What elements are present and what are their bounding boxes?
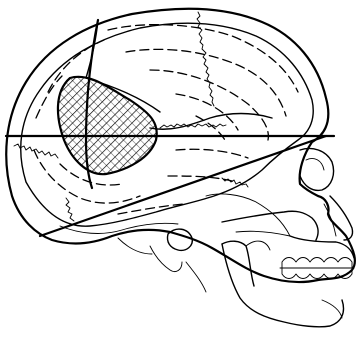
squamous-suture — [160, 124, 226, 128]
chin — [322, 300, 342, 318]
zygomatic-lower — [236, 231, 290, 236]
lateral-fissure — [150, 114, 272, 130]
zygomatic-arch — [222, 211, 318, 240]
styloid — [186, 262, 206, 292]
temporal-line — [206, 194, 290, 236]
sulcus-12 — [196, 116, 226, 142]
coronal-suture — [197, 12, 214, 106]
occipital-condyle — [118, 238, 152, 254]
nasal-bone — [330, 196, 353, 240]
coronoid — [246, 241, 270, 250]
sulcus-9 — [176, 149, 248, 158]
sulcus-1 — [108, 25, 298, 92]
occipital-suture — [66, 198, 74, 221]
upper-teeth — [282, 258, 352, 269]
cranium-outline — [6, 9, 355, 282]
mandible — [222, 244, 344, 327]
skull-base — [60, 223, 178, 233]
orbit-inner — [306, 158, 324, 170]
